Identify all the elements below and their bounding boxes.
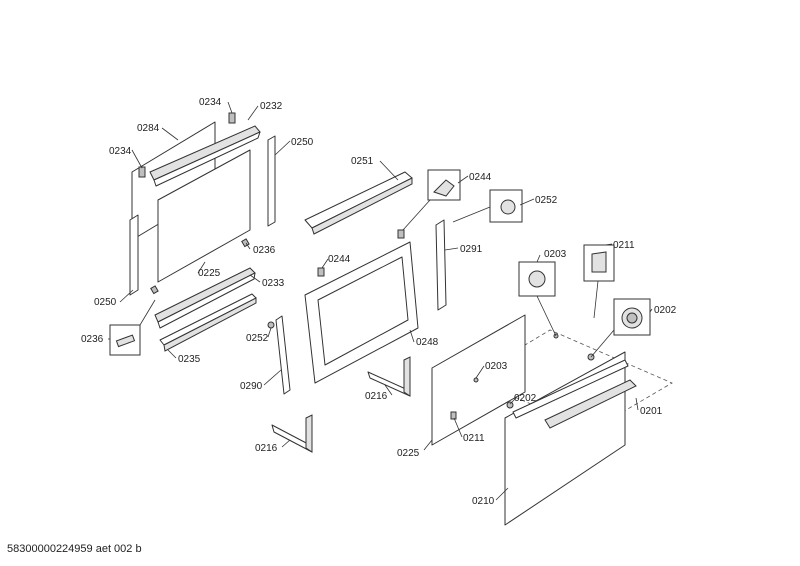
clip-0234-top bbox=[228, 112, 236, 124]
callout-0211 bbox=[583, 244, 615, 319]
label-0248: 0248 bbox=[416, 337, 439, 348]
spacer-0202-left bbox=[506, 401, 514, 409]
door-handle bbox=[544, 379, 637, 429]
part-labels: 0234 0232 0284 0234 0250 0251 0244 0252 … bbox=[81, 97, 677, 507]
screw-0252-detail bbox=[500, 199, 516, 215]
top-bar-0251-edge bbox=[311, 177, 413, 235]
frame-0248-inner bbox=[317, 256, 409, 366]
label-0211-upper: 0211 bbox=[613, 240, 635, 251]
glass-pane-0225 bbox=[157, 149, 251, 283]
label-0236-upper: 0236 bbox=[253, 245, 276, 256]
label-0202-lower: 0202 bbox=[514, 393, 537, 404]
door-frame-assembly bbox=[267, 171, 447, 453]
clip-0234-left bbox=[138, 166, 146, 178]
label-0216-right: 0216 bbox=[365, 391, 388, 402]
document-id: 58300000224959 aet 002 b bbox=[7, 543, 142, 555]
label-0201: 0201 bbox=[640, 406, 663, 417]
label-0250-right: 0250 bbox=[291, 137, 314, 148]
profile-0290 bbox=[275, 315, 291, 395]
callout-0202 bbox=[590, 298, 651, 358]
spacer-0203-left bbox=[473, 377, 479, 383]
label-0244-upper: 0244 bbox=[469, 172, 492, 183]
callout-0244 bbox=[402, 169, 461, 231]
callout-0252 bbox=[452, 189, 523, 223]
label-0225-right: 0225 bbox=[397, 448, 420, 459]
label-0225-left: 0225 bbox=[198, 268, 221, 279]
top-bar-0251 bbox=[304, 171, 413, 229]
label-0234-left: 0234 bbox=[109, 146, 132, 157]
handle-assembly-outline-0201 bbox=[469, 329, 673, 431]
clip-0244-lower bbox=[317, 267, 325, 277]
hinge-0216-right-arm bbox=[403, 356, 411, 397]
label-0203-lower: 0203 bbox=[485, 361, 508, 372]
door-handle-bar bbox=[512, 359, 629, 419]
side-profile-0250-left bbox=[129, 214, 139, 296]
glass-strip-0233-edge bbox=[157, 272, 256, 329]
hinge-0216-left-arm bbox=[305, 414, 313, 453]
label-0236-lower: 0236 bbox=[81, 334, 104, 345]
label-0234-top: 0234 bbox=[199, 97, 222, 108]
label-0251: 0251 bbox=[351, 156, 374, 167]
label-0291: 0291 bbox=[460, 244, 483, 255]
label-0211-lower: 0211 bbox=[463, 433, 485, 444]
spacer-0203-detail bbox=[528, 270, 546, 288]
inner-glass-assembly bbox=[129, 112, 276, 352]
screw-0252 bbox=[267, 321, 275, 329]
label-0203-upper: 0203 bbox=[544, 249, 567, 260]
clip-0236-detail bbox=[115, 334, 136, 348]
side-profile-0250-right bbox=[267, 135, 276, 227]
clip-0211 bbox=[450, 411, 457, 420]
front-panel-0210 bbox=[504, 351, 626, 526]
label-0252-left: 0252 bbox=[246, 333, 269, 344]
label-0252-right: 0252 bbox=[535, 195, 558, 206]
callout-0236 bbox=[109, 299, 156, 356]
label-0232: 0232 bbox=[260, 101, 283, 112]
label-0244-lower: 0244 bbox=[328, 254, 351, 265]
glass-strip-0232-edge bbox=[153, 131, 261, 187]
callout-0203 bbox=[518, 261, 557, 337]
spacer-0202-detail-inner bbox=[626, 312, 638, 324]
label-0210: 0210 bbox=[472, 496, 495, 507]
label-0235: 0235 bbox=[178, 354, 201, 365]
label-0250-left: 0250 bbox=[94, 297, 117, 308]
outer-door-assembly bbox=[431, 314, 673, 526]
profile-0291 bbox=[435, 219, 447, 311]
label-0284: 0284 bbox=[137, 123, 160, 134]
clip-0211-detail bbox=[591, 251, 607, 273]
label-0202-right: 0202 bbox=[654, 305, 677, 316]
clip-0236-lower bbox=[150, 285, 159, 295]
clip-0244-detail bbox=[433, 179, 455, 197]
label-0233: 0233 bbox=[262, 278, 285, 289]
label-0290: 0290 bbox=[240, 381, 263, 392]
glass-strip-0235-edge bbox=[163, 297, 257, 352]
leader-lines bbox=[108, 101, 653, 501]
label-0216-left: 0216 bbox=[255, 443, 278, 454]
clip-0244-upper bbox=[397, 229, 405, 239]
